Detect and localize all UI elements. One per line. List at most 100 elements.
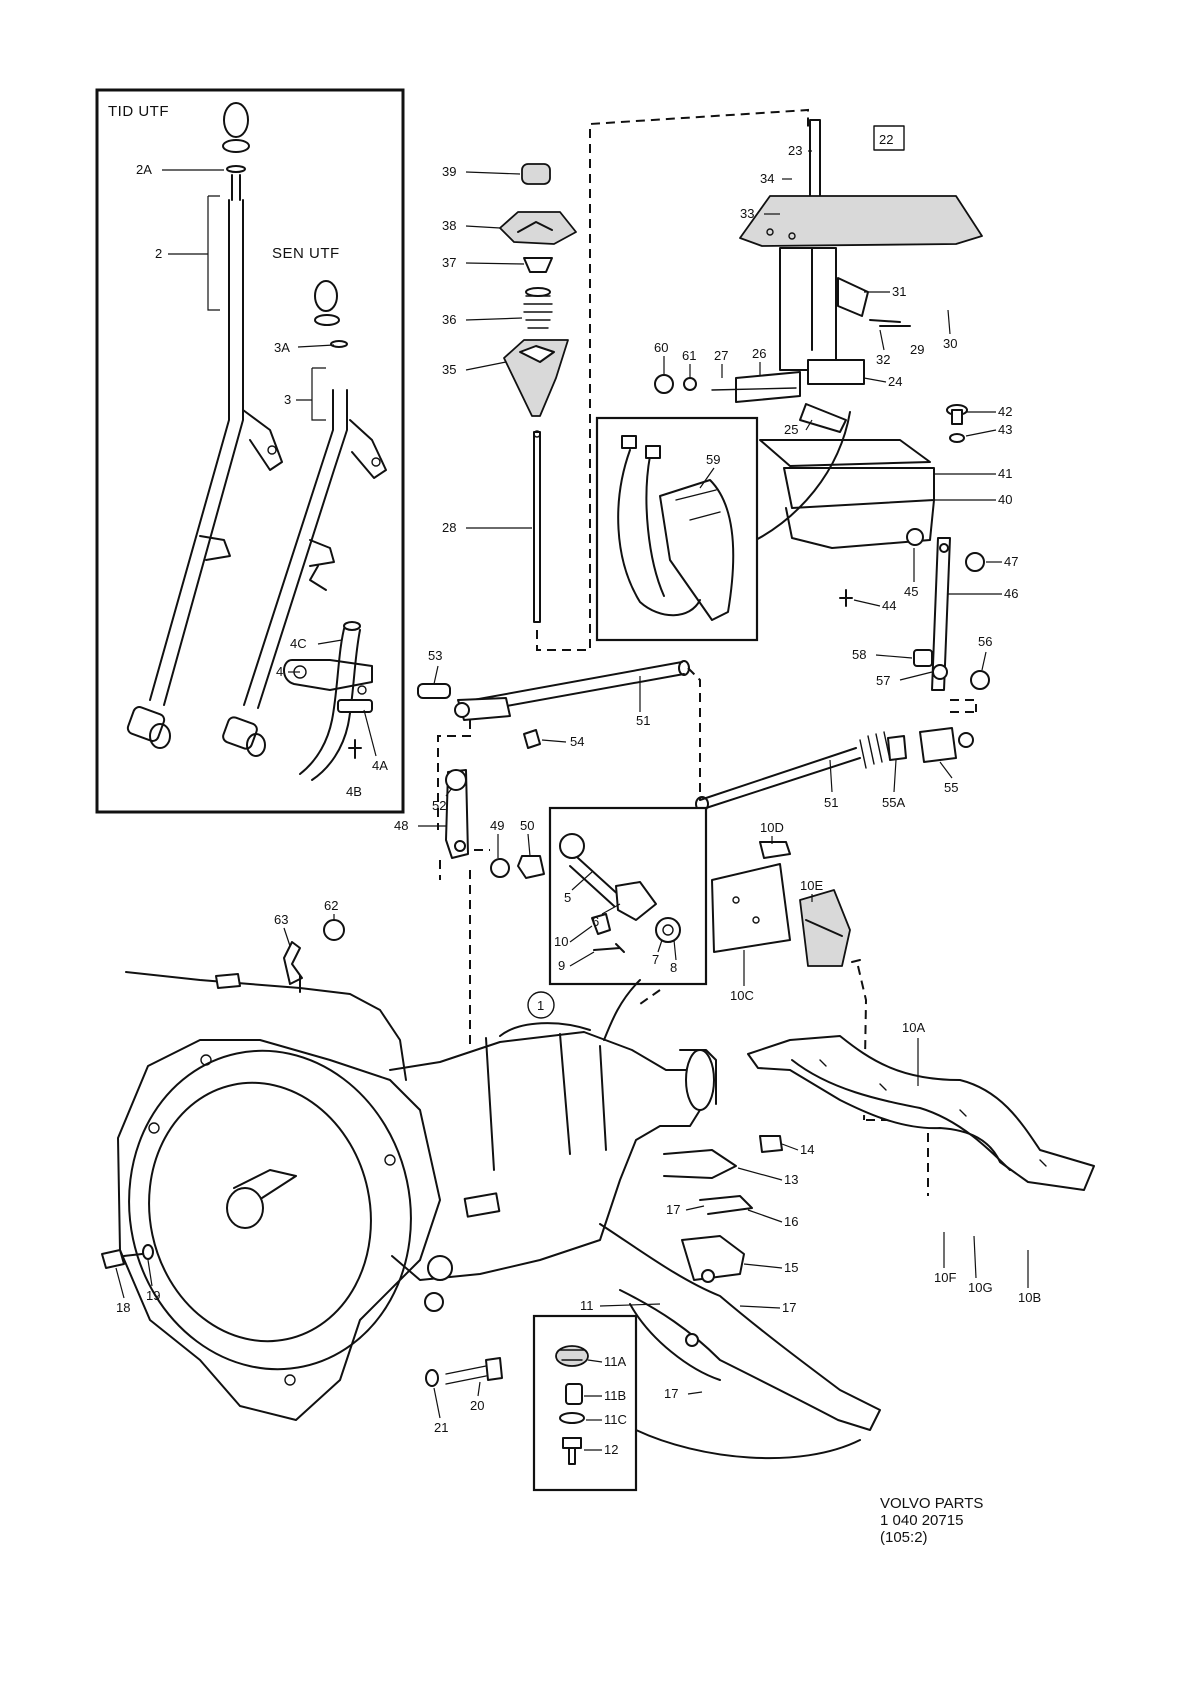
callout-17-upper: 17 bbox=[666, 1202, 680, 1217]
callout-8: 8 bbox=[670, 960, 677, 975]
callout-10E: 10E bbox=[800, 878, 823, 893]
crossmember-10a bbox=[747, 1035, 1095, 1191]
group-badge-text: 22 bbox=[879, 132, 893, 147]
callout-12: 12 bbox=[604, 1442, 618, 1457]
callout-61: 61 bbox=[682, 348, 696, 363]
callout-34: 34 bbox=[760, 171, 774, 186]
callout-45: 45 bbox=[904, 584, 918, 599]
callout-24: 24 bbox=[888, 374, 902, 389]
inset-59-selector-light bbox=[595, 416, 759, 642]
callout-57: 57 bbox=[876, 673, 890, 688]
callout-58: 58 bbox=[852, 647, 866, 662]
callout-30: 30 bbox=[943, 336, 957, 351]
callout-11C: 11C bbox=[604, 1412, 627, 1427]
callout-51-lower: 51 bbox=[824, 795, 838, 810]
inset-5-10-shaft bbox=[548, 806, 708, 986]
callout-13: 13 bbox=[784, 1172, 798, 1187]
callout-47: 47 bbox=[1004, 554, 1018, 569]
callout-5: 5 bbox=[564, 890, 571, 905]
callout-10C: 10C bbox=[730, 988, 754, 1003]
callout-41: 41 bbox=[998, 466, 1012, 481]
callout-11B: 11B bbox=[604, 1388, 626, 1403]
callout-53: 53 bbox=[428, 648, 442, 663]
callout-2: 2 bbox=[155, 246, 162, 261]
callout-10D: 10D bbox=[760, 820, 784, 835]
callout-23: 23 bbox=[788, 143, 802, 158]
callout-10-inset: 10 bbox=[554, 934, 568, 949]
dipstick-tube-3 bbox=[222, 280, 387, 757]
callout-3: 3 bbox=[284, 392, 291, 407]
callout-4: 4 bbox=[276, 664, 283, 679]
callout-20: 20 bbox=[470, 1398, 484, 1413]
callout-48: 48 bbox=[394, 818, 408, 833]
footer-brand: VOLVO PARTS bbox=[880, 1495, 984, 1512]
callout-56: 56 bbox=[978, 634, 992, 649]
callout-32: 32 bbox=[876, 352, 890, 367]
callout-55A: 55A bbox=[882, 795, 905, 810]
callout-18: 18 bbox=[116, 1300, 130, 1315]
callout-38: 38 bbox=[442, 218, 456, 233]
crossmember-mount-10 bbox=[639, 841, 929, 1196]
callout-28: 28 bbox=[442, 520, 456, 535]
callout-59: 59 bbox=[706, 452, 720, 467]
dipstick-tube-2 bbox=[126, 102, 283, 749]
callout-62: 62 bbox=[324, 898, 338, 913]
callout-55: 55 bbox=[944, 780, 958, 795]
callout-51-upper: 51 bbox=[636, 713, 650, 728]
dipstick-assembly-frame: TID UTF SEN UTF bbox=[95, 88, 405, 814]
footer-part-number: 1 040 20715 bbox=[880, 1512, 964, 1529]
callout-46: 46 bbox=[1004, 586, 1018, 601]
callout-37: 37 bbox=[442, 255, 456, 270]
callout-42: 42 bbox=[998, 404, 1012, 419]
callout-26: 26 bbox=[752, 346, 766, 361]
callout-15: 15 bbox=[784, 1260, 798, 1275]
callout-54: 54 bbox=[570, 734, 584, 749]
mounting-bolts-18-21 bbox=[101, 1244, 503, 1387]
assembly-badge-text: 1 bbox=[537, 998, 544, 1013]
callout-60: 60 bbox=[654, 340, 668, 355]
bracket-4-clamp bbox=[283, 621, 373, 781]
callout-4A: 4A bbox=[372, 758, 388, 773]
shift-linkage-rods bbox=[417, 660, 977, 880]
callout-36: 36 bbox=[442, 312, 456, 327]
callout-7: 7 bbox=[652, 952, 659, 967]
callout-25: 25 bbox=[784, 422, 798, 437]
footer-section-code: (105:2) bbox=[880, 1529, 928, 1546]
callout-11A: 11A bbox=[604, 1354, 626, 1369]
callout-16: 16 bbox=[784, 1214, 798, 1229]
callout-39: 39 bbox=[442, 164, 456, 179]
callout-17-mid: 17 bbox=[782, 1300, 796, 1315]
callout-2A: 2A bbox=[136, 162, 152, 177]
assembly-badge: 1 bbox=[527, 991, 555, 1019]
callout-21: 21 bbox=[434, 1420, 448, 1435]
callout-4C: 4C bbox=[290, 636, 307, 651]
callout-27: 27 bbox=[714, 348, 728, 363]
callout-9: 9 bbox=[558, 958, 565, 973]
callout-49: 49 bbox=[490, 818, 504, 833]
callout-10A: 10A bbox=[902, 1020, 925, 1035]
automatic-transmission bbox=[117, 870, 881, 1460]
callout-6: 6 bbox=[592, 914, 599, 929]
callout-10B: 10B bbox=[1018, 1290, 1041, 1305]
callout-14: 14 bbox=[800, 1142, 814, 1157]
callout-50: 50 bbox=[520, 818, 534, 833]
callout-11: 11 bbox=[580, 1298, 594, 1313]
callout-10F: 10F bbox=[934, 1270, 956, 1285]
callout-4B: 4B bbox=[346, 784, 362, 799]
callout-17-lower: 17 bbox=[664, 1386, 678, 1401]
callout-29: 29 bbox=[910, 342, 924, 357]
group-badge: 22 bbox=[873, 125, 905, 151]
callout-43: 43 bbox=[998, 422, 1012, 437]
box-title-sen-utf: SEN UTF bbox=[272, 245, 340, 262]
part-callouts: 2A 2 3A 3 4C 4 4A 4B 39 38 37 36 35 28 2… bbox=[115, 143, 1041, 1457]
callout-3A: 3A bbox=[274, 340, 290, 355]
callout-35: 35 bbox=[442, 362, 456, 377]
callout-63: 63 bbox=[274, 912, 288, 927]
document-footer: VOLVO PARTS 1 040 20715 (105:2) bbox=[880, 1495, 983, 1546]
shift-knob-stack bbox=[499, 108, 809, 651]
callout-19: 19 bbox=[146, 1288, 160, 1303]
callout-40: 40 bbox=[998, 492, 1012, 507]
callout-52: 52 bbox=[432, 798, 446, 813]
callout-33: 33 bbox=[740, 206, 754, 221]
